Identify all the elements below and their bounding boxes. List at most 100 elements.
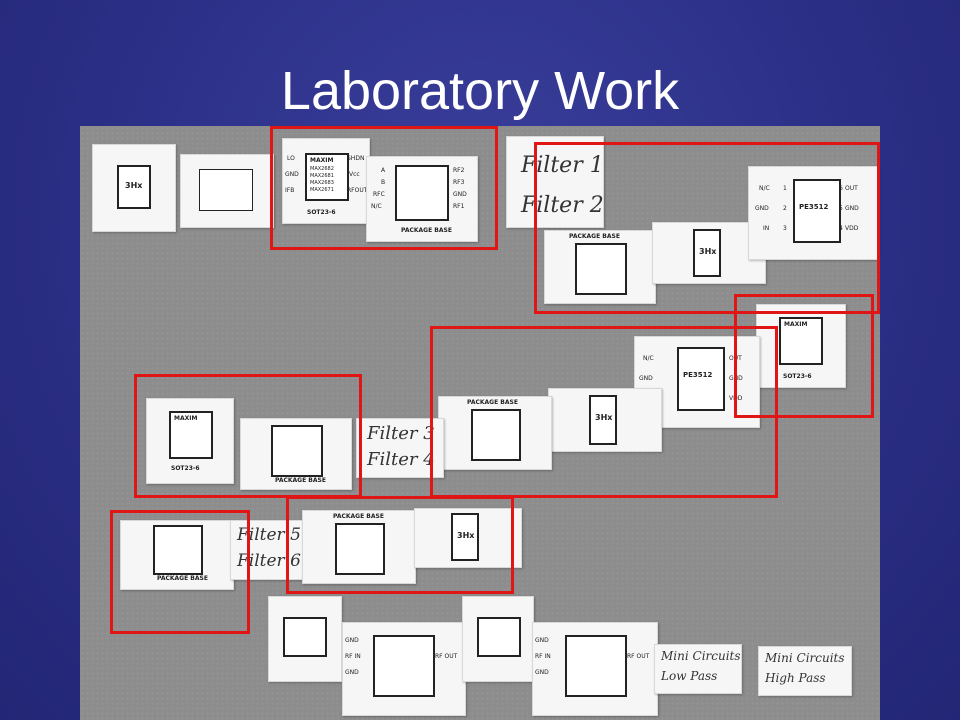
sot23-chip: MAXIM [779,317,823,365]
mini-circuits-filter-card-1: GND RF IN GND RF OUT [342,622,466,716]
package-base-card-3: PACKAGE BASE [438,396,552,470]
filter-chip [565,635,627,697]
package-label: SOT23-6 [171,465,200,472]
sot23-card-1: MAXIM MAX2682 MAX2681 MAX2683 MAX2671 LO… [282,138,370,224]
highlight-box-filter-5-6-left [110,510,250,634]
pin-label: GND [755,205,769,212]
pin-number: 2 [783,205,787,212]
pin-label: N/C [643,355,654,362]
highlight-box-filter-3-4-right [430,326,778,498]
pin-label: B [381,179,386,186]
filter-3-note: Filter 3 [367,423,435,444]
package-label: SOT23-6 [783,373,812,380]
pin-label: GND [453,191,467,198]
package-base-card-6: PACKAGE BASE [302,510,416,584]
mini-circuits-note-high: Mini Circuits High Pass [758,646,852,696]
pin-label: GND [285,171,299,178]
pe3512-card-2: PE3512 N/C GND IN OUT GND VDD [634,336,760,428]
pin-label: RF IN [535,653,551,660]
pin-label: RFC [373,191,385,198]
package-base-card-4: PACKAGE BASE [240,418,352,490]
brand-label: MAXIM [174,415,198,422]
pin-label: RF1 [453,203,465,210]
mini-circuits-regulator-card-2 [462,596,534,682]
highlight-box-filter-5-6-right [286,496,514,594]
highlight-box-sot23-pkg-top [270,126,498,250]
switch-chip [395,165,449,221]
package-base-card-5: PACKAGE BASE [120,520,234,590]
sthx-card-1: 3Hx [652,222,766,284]
regulator-chip [477,617,521,657]
package-caption: PACKAGE BASE [467,399,518,406]
sthx-chip: 3Hx [589,395,617,445]
switch-chip [271,425,323,477]
pin-label: SHDN [347,155,365,162]
model-label: MAX2683 [310,180,334,186]
filter-chip [373,635,435,697]
pin-label: IN [763,225,770,232]
pin-number: 1 [783,185,787,192]
model-label: MAX2681 [310,173,334,179]
package-caption: PACKAGE BASE [569,233,620,240]
pin-label: GND [845,205,859,212]
pin-label: RF OUT [627,653,650,660]
model-label: MAX2671 [310,187,334,193]
brand-label: MAXIM [784,321,808,328]
pin-label: Vcc [349,171,360,178]
slide-title: Laboratory Work [280,61,680,121]
regulator-chip [283,617,327,657]
part-label: 3Hx [699,247,717,256]
pin-label: RF OUT [435,653,458,660]
footprint-outline [199,169,253,211]
pin-label: GND [535,637,549,644]
part-label: 3Hx [125,181,143,190]
pin-number: 4 [839,225,843,232]
pin-label: LO [287,155,295,162]
mini-circuits-high-line-1: Mini Circuits [765,651,845,665]
sthx-chip: 3Hx [451,513,479,561]
sthx-chip: 3Hx [693,229,721,277]
pin-number: 5 [839,205,843,212]
pin-label: GND [535,669,549,676]
part-label: PE3512 [683,371,713,379]
pin-label: A [381,167,386,174]
part-label: 3Hx [457,531,475,540]
pe3512-chip: PE3512 [793,179,841,243]
pin-number: 3 [783,225,787,232]
switch-chip [471,409,521,461]
pin-label: RF2 [453,167,465,174]
package-caption: PACKAGE BASE [333,513,384,520]
sot23-card-3: MAXIM SOT23-6 [146,398,234,484]
filter-note-card-3: Filter 5 Filter 6 [230,520,304,580]
pin-label: GND [345,637,359,644]
highlight-box-filter-3-4-left [134,374,362,498]
mini-circuits-note-low: Mini Circuits Low Pass [654,644,742,694]
part-label: PE3512 [799,203,829,211]
pin-label: RFOUT [347,187,368,194]
highlight-box-filter-1-2 [534,142,880,314]
part-label: 3Hx [595,413,613,422]
brand-label: MAXIM [310,157,334,164]
filter-note-card-2: Filter 3 Filter 4 [356,418,444,478]
package-caption: PACKAGE BASE [157,575,208,582]
switch-chip [575,243,627,295]
sot23-chip: MAXIM [169,411,213,459]
sot23-card-2: MAXIM SOT23-6 [756,304,846,388]
parts-board: 3Hx MAXIM MAX2682 MAX2681 MAX2683 MAX267… [80,126,880,720]
mini-circuits-regulator-card-1 [268,596,342,682]
pin-label: VDD [845,225,859,232]
pin-label: RF IN [345,653,361,660]
mini-circuits-low-line-1: Mini Circuits [661,649,741,663]
highlight-box-sot23-right [734,294,874,418]
pin-label: N/C [759,185,770,192]
pe3512-chip: PE3512 [677,347,725,411]
footprint-drawing-card [180,154,274,228]
pin-label: N/C [371,203,382,210]
filter-5-note: Filter 5 [237,525,301,545]
sthx-card-3: 3Hx [414,508,522,568]
mini-circuits-high-line-2: High Pass [765,671,826,685]
mini-circuits-filter-card-2: GND RF IN GND RF OUT [532,622,658,716]
sot89-footprint-card: 3Hx [92,144,176,232]
filter-6-note: Filter 6 [237,551,301,571]
pin-label: GND [345,669,359,676]
